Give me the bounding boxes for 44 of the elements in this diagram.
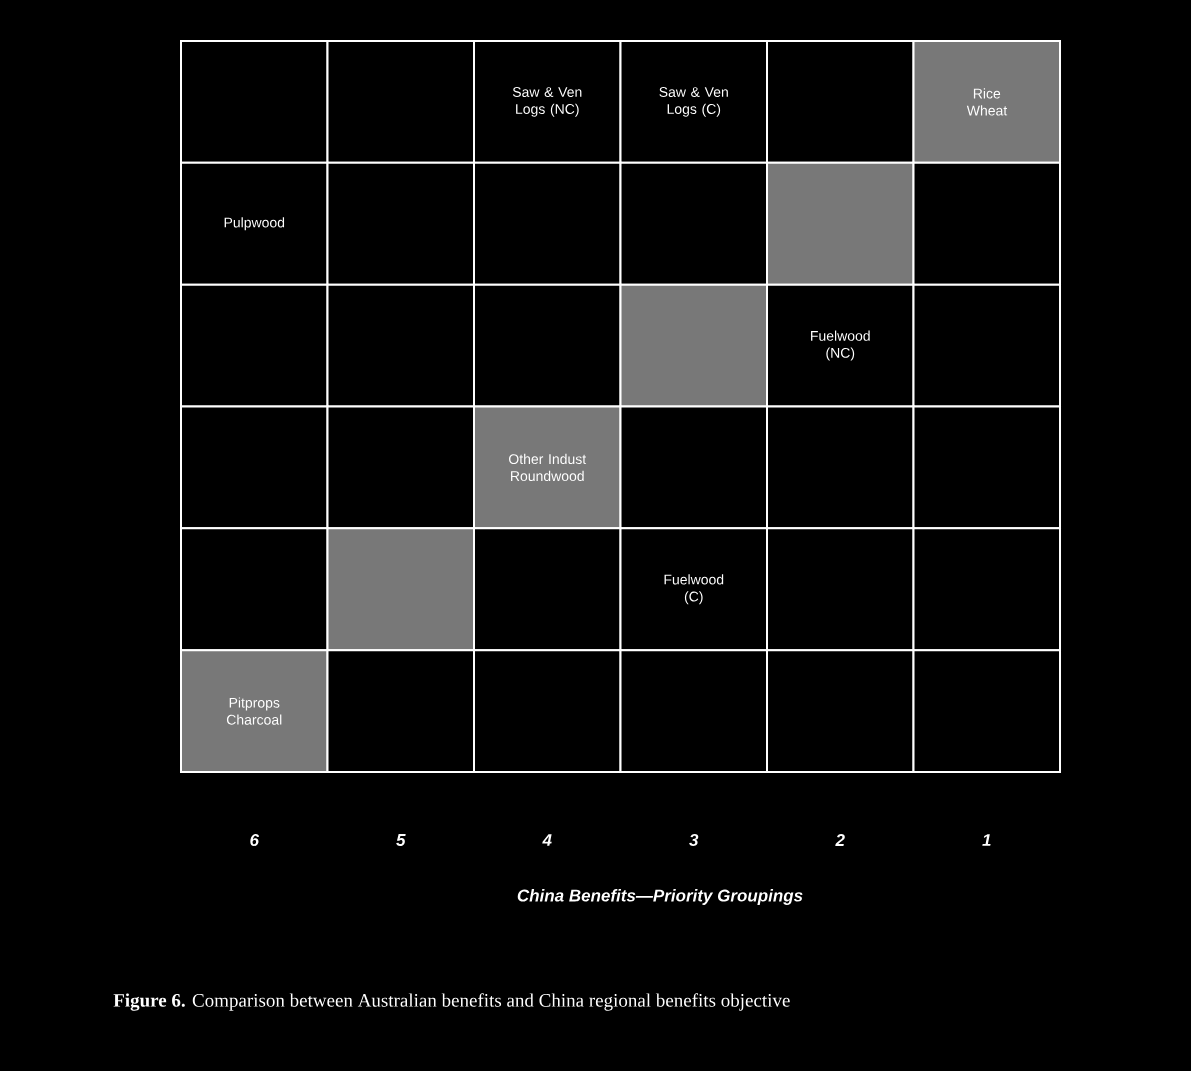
shaded-cell <box>619 283 768 408</box>
table-cell <box>473 283 622 408</box>
shaded-cell: Other Indust Roundwood <box>473 405 622 530</box>
table-cell <box>326 405 475 530</box>
table-cell <box>912 649 1061 773</box>
table-cell <box>326 161 475 286</box>
table-cell <box>619 649 768 773</box>
axis-tick-label: 3 <box>689 834 699 846</box>
table-cell <box>766 405 915 530</box>
shaded-cell: Rice Wheat <box>912 40 1061 164</box>
table-cell <box>180 283 329 408</box>
axis-tick-label: 6 <box>250 834 260 846</box>
table-cell <box>473 527 622 652</box>
axis-tick-label: 4 <box>542 834 552 846</box>
table-cell: Pulpwood <box>180 161 329 286</box>
shaded-cell <box>326 527 475 652</box>
table-cell: Fuelwood (NC) <box>766 283 915 408</box>
axis-tick-label: 5 <box>396 834 406 846</box>
table-cell <box>766 649 915 773</box>
table-cell <box>326 40 475 164</box>
table-cell <box>326 649 475 773</box>
table-cell <box>180 405 329 530</box>
table-cell <box>766 527 915 652</box>
shaded-cell: Pitprops Charcoal <box>180 649 329 773</box>
table-cell: Saw & Ven Logs (NC) <box>473 40 622 164</box>
table-cell <box>619 161 768 286</box>
table-cell <box>473 649 622 773</box>
table-cell <box>912 527 1061 652</box>
figure-caption: Figure 6. Comparison between Australian benefits and China regional benefits objective <box>113 993 790 1011</box>
table-cell <box>619 405 768 530</box>
shaded-cell <box>766 161 915 286</box>
table-cell <box>912 283 1061 408</box>
table-cell <box>912 161 1061 286</box>
table-cell <box>180 527 329 652</box>
axis-tick-label: 1 <box>982 834 991 846</box>
table-cell <box>912 405 1061 530</box>
table-cell <box>180 40 329 164</box>
table-cell: Saw & Ven Logs (C) <box>619 40 768 164</box>
table-cell <box>766 40 915 164</box>
axis-title: China Benefits—Priority Groupings <box>517 889 803 905</box>
table-cell: Fuelwood (C) <box>619 527 768 652</box>
table-cell <box>473 161 622 286</box>
table-cell <box>326 283 475 408</box>
axis-tick-label: 2 <box>835 834 845 846</box>
